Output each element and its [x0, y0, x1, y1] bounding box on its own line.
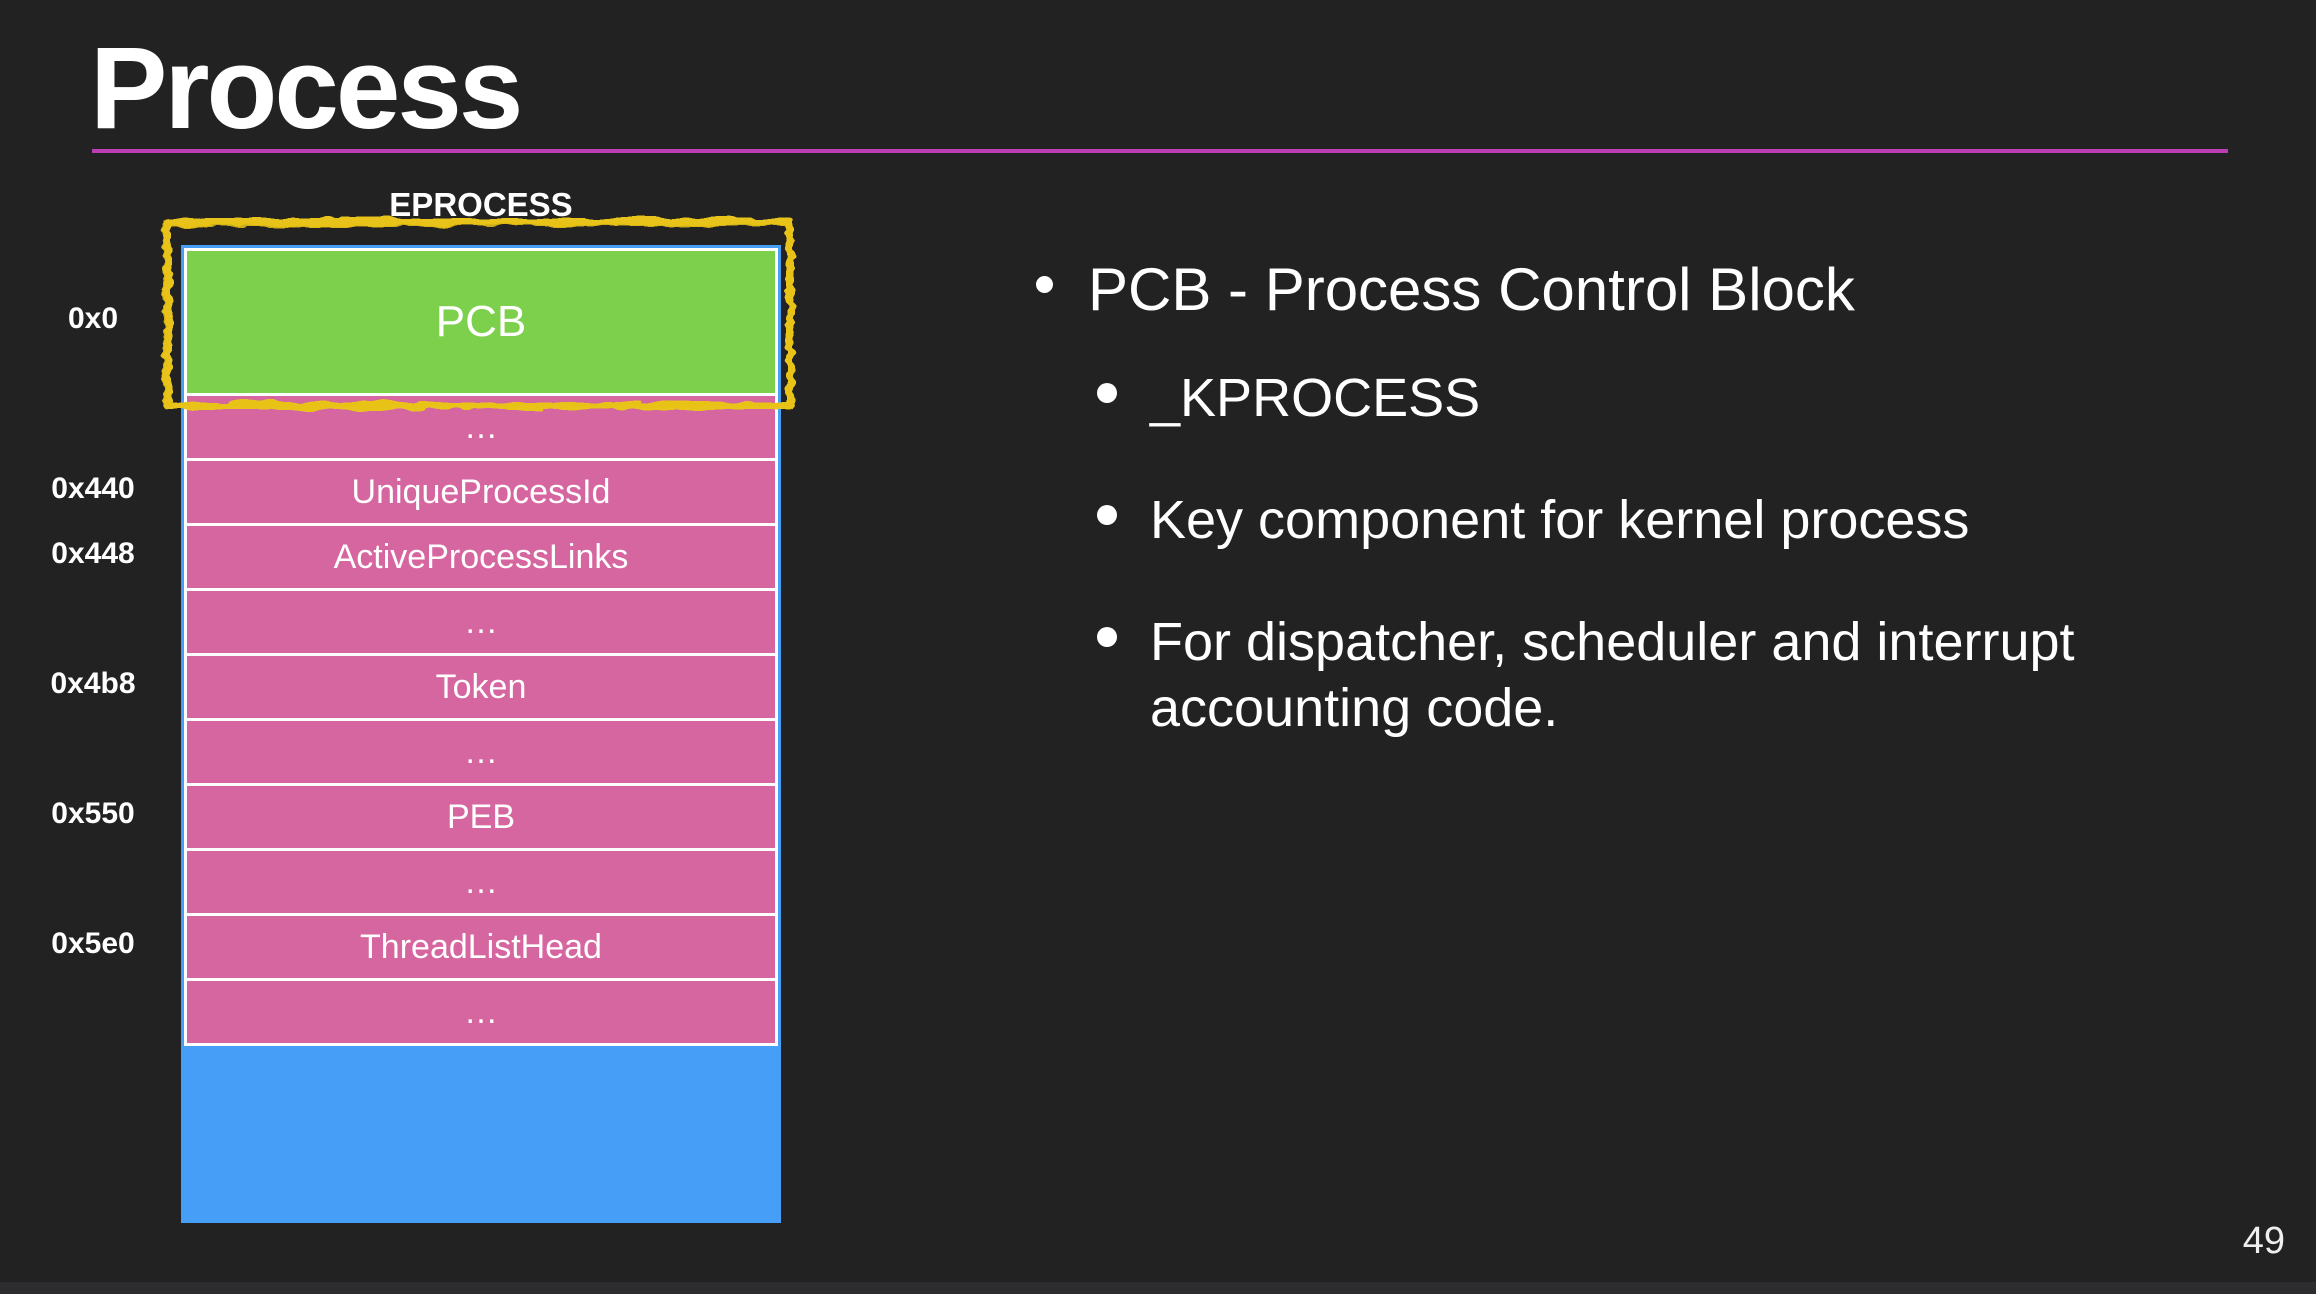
bullet-item: _KPROCESS: [1097, 365, 2196, 431]
struct-row-uniqueprocessid: UniqueProcessId: [187, 461, 775, 523]
offset-label-0x5e0: 0x5e0: [51, 927, 135, 960]
slide-title: Process: [90, 23, 523, 153]
bullet-item-text: For dispatcher, scheduler and interrupt …: [1150, 612, 2075, 738]
struct-row-label: ActiveProcessLinks: [333, 537, 629, 576]
struct-row-label: …: [464, 732, 498, 771]
offset-label-0x4b8: 0x4b8: [50, 667, 136, 700]
struct-row-label: ThreadListHead: [360, 927, 602, 966]
offset-label-0x440: 0x440: [51, 472, 135, 505]
bullet-dot-icon: [1097, 383, 1117, 403]
struct-row-…: …: [187, 591, 775, 653]
eprocess-heading: EPROCESS: [389, 186, 573, 223]
bullet-item-text: PCB - Process Control Block: [1088, 256, 1855, 323]
page-number: 49: [2242, 1220, 2285, 1262]
bottom-strip: [0, 1282, 2316, 1294]
struct-row-…: …: [187, 721, 775, 783]
struct-row-activeprocesslinks: ActiveProcessLinks: [187, 526, 775, 588]
offset-label-0x550: 0x550: [51, 797, 135, 830]
struct-row-label: …: [464, 602, 498, 641]
struct-row-threadlisthead: ThreadListHead: [187, 916, 775, 978]
bullet-list: PCB - Process Control Block _KPROCESS Key …: [1036, 252, 2196, 797]
bullet-item: PCB - Process Control Block: [1036, 252, 2196, 327]
struct-row-pcb: PCB: [187, 251, 775, 393]
bullet-item: For dispatcher, scheduler and interrupt …: [1097, 609, 2196, 741]
title-underline: [92, 149, 2228, 153]
struct-row: [184, 1046, 778, 1220]
struct-row-label: PCB: [435, 297, 527, 346]
struct-row-label: PEB: [446, 797, 516, 836]
struct-row-label: …: [464, 992, 498, 1031]
bullet-item-text: Key component for kernel process: [1150, 490, 1970, 550]
offset-label-0x0: 0x0: [67, 302, 119, 335]
bullet-item-text: _KPROCESS: [1150, 368, 1481, 428]
bullet-dot-icon: [1097, 627, 1117, 647]
struct-row-label: …: [464, 862, 498, 901]
struct-row-label: UniqueProcessId: [351, 472, 611, 511]
struct-row-…: …: [187, 396, 775, 458]
struct-row-label: Token: [435, 667, 527, 706]
struct-row-…: …: [187, 981, 775, 1043]
struct-row-token: Token: [187, 656, 775, 718]
offset-labels-column: 0x0 0x440 0x448 0x4b8 0x550 0x5e0: [28, 245, 158, 1223]
bullet-item: Key component for kernel process: [1097, 487, 2196, 553]
struct-row-label: …: [464, 407, 498, 446]
bullet-dot-icon: [1097, 505, 1117, 525]
bullet-dot-icon: [1036, 276, 1053, 293]
struct-row-…: …: [187, 851, 775, 913]
struct-row-peb: PEB: [187, 786, 775, 848]
offset-label-0x448: 0x448: [51, 537, 135, 570]
